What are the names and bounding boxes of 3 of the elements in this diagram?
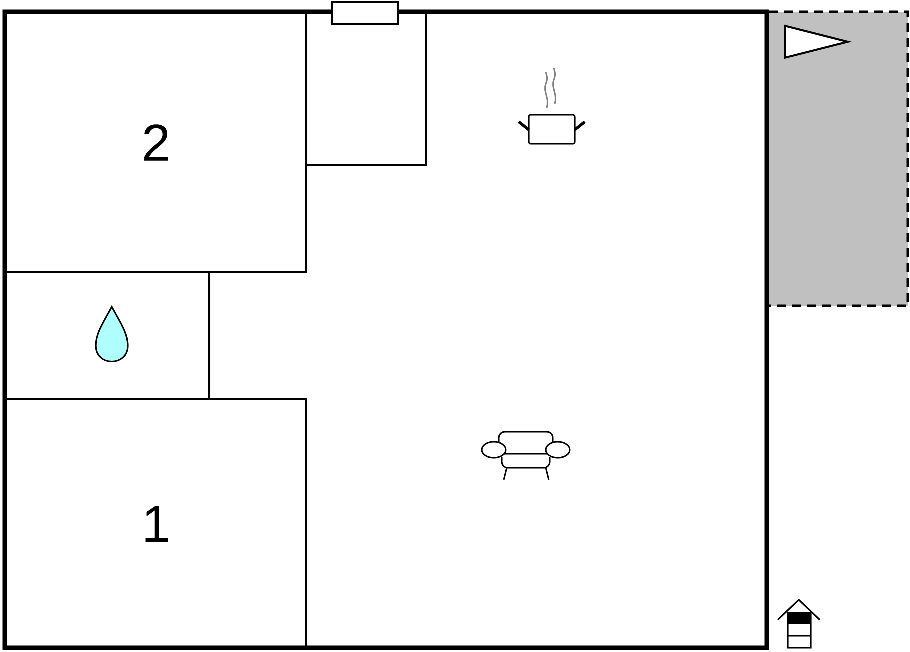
room-box (5, 271, 210, 400)
room-box: 1 (5, 398, 308, 650)
room-box: 2 (5, 12, 308, 274)
